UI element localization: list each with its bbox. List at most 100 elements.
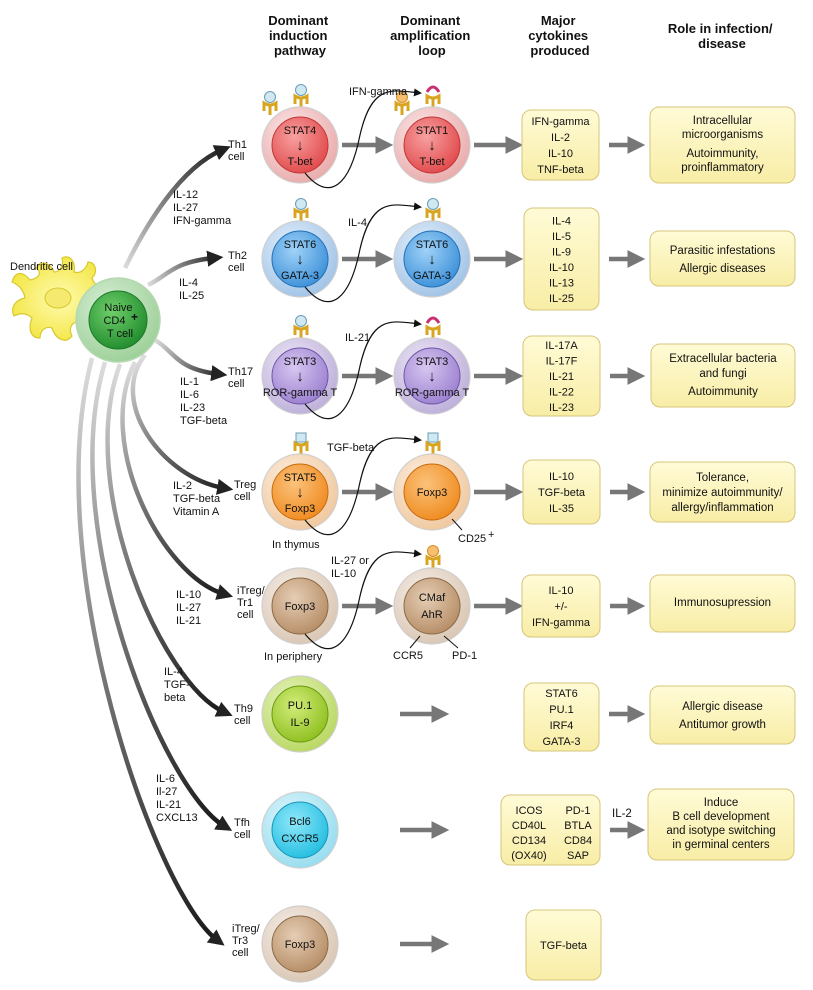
th9-cytokine: IRF4: [550, 720, 574, 732]
th1-induction-cell-text: T-bet: [287, 156, 312, 168]
itreg3-cytokine-box: TGF-beta: [525, 909, 602, 981]
treg-name-line: cell: [234, 491, 251, 503]
th9-induction-cytokine: IL-4: [164, 666, 183, 678]
itreg3-induction-cell: Foxp3: [261, 905, 339, 983]
th2-induction-receptor-icon: [293, 198, 309, 222]
itreg1-induction-cytokine: IL-10: [176, 589, 201, 601]
th2-name-line: cell: [228, 262, 245, 274]
th9-cytokine: PU.1: [549, 704, 573, 716]
th9-cytokine: STAT6: [545, 688, 578, 700]
itreg1-marker: CCR5: [393, 650, 423, 662]
itreg1-cytokine: +/-: [554, 601, 567, 613]
tfh-surface-marker: SAP: [567, 850, 589, 862]
th2-cytokine-box-bg: [523, 207, 600, 311]
treg-loop-cell: Foxp3: [393, 453, 471, 531]
th17-loop-cell-nucleus: [403, 347, 461, 405]
th17-induction-cell-nucleus: [271, 347, 329, 405]
tfh-surface-marker: PD-1: [565, 805, 590, 817]
treg-induction-cytokine: IL-2: [173, 480, 192, 492]
itreg1-marker: PD-1: [452, 650, 477, 662]
branch-arrow-treg: [130, 353, 234, 495]
th1-role-text: Autoimmunity,: [686, 148, 758, 160]
tfh-induction-cell-text: Bcl6: [289, 816, 310, 828]
tfh-surface-marker: BTLA: [564, 820, 592, 832]
itreg1-cytokine: IL-10: [548, 585, 573, 597]
th17-cytokine: IL-22: [549, 387, 574, 399]
naive-cd4-t-cell: Naive CD4 T cell +: [75, 277, 161, 363]
row-itreg1: iTreg/Tr1cellIL-10IL-27IL-21Foxp3CMafAhR…: [176, 545, 796, 663]
th1-loop-cell-text: T-bet: [419, 156, 444, 168]
th1-feedback-arrow: [304, 88, 422, 189]
row-th9: Th9cellIL-4TGF-betaPU.1IL-9STAT6PU.1IRF4…: [164, 666, 796, 753]
th1-induction-receptor-icon: [293, 84, 309, 108]
th17-loop-cell-text: ROR-gamma T: [395, 387, 470, 399]
row-th2: Th2cellIL-4IL-25STAT6↓GATA-3STAT6↓GATA-3…: [179, 198, 796, 311]
treg-role-box-bg: [649, 461, 796, 523]
th17-induction-cell: STAT3↓ROR-gamma T: [261, 337, 339, 415]
th17-induction-cytokine: TGF-beta: [180, 415, 228, 427]
itreg1-name-line: iTreg/: [237, 585, 266, 597]
tfh-role-text: and isotype switching: [666, 825, 775, 837]
th9-induction-cell-text: PU.1: [288, 700, 312, 712]
th17-loop-receptor-icon: [425, 316, 441, 339]
treg-role-text: Tolerance,: [696, 472, 749, 484]
th1-induction-cytokine: IFN-gamma: [173, 215, 232, 227]
th9-cytokine: GATA-3: [542, 736, 580, 748]
itreg1-feedback-arrow: [304, 549, 422, 650]
treg-induction-cell-arrow: ↓: [296, 484, 304, 501]
th2-induction-cell-arrow: ↓: [296, 251, 304, 268]
th9-role-text: Allergic disease: [682, 701, 763, 713]
th2-role-box-bg: [649, 230, 796, 287]
th1-name-line: cell: [228, 151, 245, 163]
itreg1-cytokine-box: IL-10 +/- IFN-gamma: [521, 574, 601, 638]
tfh-surface-marker: ICOS: [516, 805, 543, 817]
branch-arrow-th1: [122, 145, 231, 269]
th1-cytokine: TNF-beta: [537, 164, 584, 176]
dendritic-cell-label: Dendritic cell: [10, 261, 73, 273]
th2-feedback-arrow: [304, 202, 422, 303]
th2-name-line: Th2: [228, 250, 247, 262]
itreg1-cytokine: IFN-gamma: [532, 617, 591, 629]
treg-marker-superscript: +: [488, 529, 494, 541]
itreg1-induction-cell: Foxp3: [261, 567, 339, 645]
treg-induction-cell-nucleus: [271, 463, 329, 521]
branch-arrow-th2: [146, 250, 224, 288]
th1-role-box-bg: [649, 106, 796, 184]
treg-source-note: In thymus: [272, 539, 320, 551]
th17-cytokine-box-bg: [522, 335, 601, 417]
th17-cytokine: IL-23: [549, 402, 574, 414]
itreg1-marker-line: [409, 635, 421, 649]
th2-cytokine: IL-13: [549, 277, 574, 289]
th17-induction-receptor-icon: [293, 315, 309, 339]
th17-induction-cell-arrow: ↓: [296, 368, 304, 385]
treg-induction-cell-text: STAT5: [284, 472, 317, 484]
th2-cytokine: IL-10: [549, 262, 574, 274]
tfh-induction-cytokine: IL-6: [156, 773, 175, 785]
itreg1-role-text: Immunosupression: [674, 597, 771, 609]
th17-cytokine: IL-17F: [546, 356, 578, 368]
tfh-induction-cell-nucleus: [271, 801, 329, 859]
th1-induction-cell-text: STAT4: [284, 125, 317, 137]
tfh-induction-cytokine: CXCL13: [156, 812, 198, 824]
itreg1-name-line: cell: [237, 609, 254, 621]
tfh-name-line: cell: [234, 829, 251, 841]
th17-feedback-arrow: [304, 319, 422, 420]
th1-loop-receptor-icon: [425, 85, 441, 108]
th9-name-line: Th9: [234, 703, 253, 715]
row-th1: Th1cellIL-12IL-27IFN-gammaSTAT4↓T-betSTA…: [173, 84, 796, 227]
th9-cytokine-box-bg: [523, 682, 600, 752]
itreg1-marker-line: [443, 635, 459, 649]
itreg1-induction-cell-text: Foxp3: [285, 601, 316, 613]
header-cytokines: Major cytokines produced: [528, 13, 592, 58]
th17-induction-cell-text: STAT3: [284, 356, 317, 368]
th2-induction-cytokine: IL-4: [179, 277, 198, 289]
